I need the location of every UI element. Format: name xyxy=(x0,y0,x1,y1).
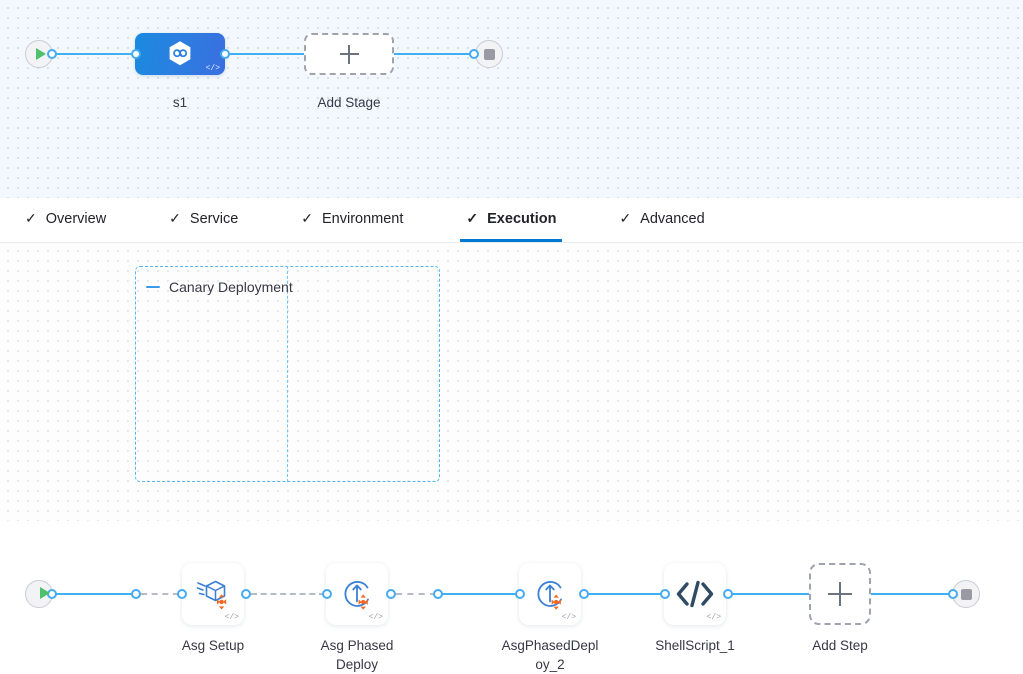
shell-script-code-icon xyxy=(676,580,714,608)
connector-group-to-asg-phased-deploy-2 xyxy=(438,592,518,596)
minus-icon[interactable] xyxy=(146,285,160,289)
connector-asg-phased-deploy-2-to-shellscript xyxy=(584,592,662,596)
stage-config-tabbar[interactable]: ✓ Overview ✓ Service ✓ Environment ✓ Exe… xyxy=(0,198,1023,243)
execution-steps-canvas[interactable]: Canary Deployment xyxy=(0,243,1023,672)
stage-node-s1[interactable]: </> xyxy=(135,33,225,75)
step-label-line: Asg Setup xyxy=(181,638,245,653)
step-group-header[interactable]: Canary Deployment xyxy=(146,279,293,295)
execution-end-port[interactable] xyxy=(948,589,958,599)
connector-start-to-s1 xyxy=(52,52,138,56)
connector-group-to-asg-setup xyxy=(141,592,179,595)
group-output-port[interactable] xyxy=(433,589,443,599)
asg-phased-deploy-2-output-port[interactable] xyxy=(579,589,589,599)
check-icon: ✓ xyxy=(25,209,37,226)
stage-code-badge[interactable]: </> xyxy=(205,64,220,73)
stages-canvas[interactable]: </> s1 Add Stage xyxy=(0,0,1023,198)
tab-service-label: Service xyxy=(189,210,239,227)
tab-advanced-label: Advanced xyxy=(640,210,705,227)
step-node-asg-phased-deploy[interactable]: </> xyxy=(326,563,388,625)
step-node-shellscript-1[interactable]: </> xyxy=(664,563,726,625)
step-group-title: Canary Deployment xyxy=(169,279,293,295)
step-node-asg-setup[interactable]: </> xyxy=(182,563,244,625)
stage-label-s1: s1 xyxy=(172,95,188,110)
step-code-badge[interactable]: </> xyxy=(706,613,721,622)
play-icon xyxy=(35,48,46,60)
connector-asg-setup-to-asg-phased-deploy xyxy=(251,592,325,595)
step-code-badge[interactable]: </> xyxy=(561,613,576,622)
tab-advanced[interactable]: ✓ Advanced xyxy=(613,198,710,242)
stop-icon xyxy=(960,588,972,600)
step-label-line: AsgPhasedDepl xyxy=(501,638,599,653)
add-step-button[interactable] xyxy=(809,563,871,625)
tab-execution-label: Execution xyxy=(487,210,557,227)
check-icon: ✓ xyxy=(301,209,313,226)
connector-start-to-group xyxy=(52,592,137,596)
tab-overview[interactable]: ✓ Overview xyxy=(19,198,112,242)
shellscript-output-port[interactable] xyxy=(723,589,733,599)
step-label-line: oy_2 xyxy=(535,657,565,672)
connector-shellscript-to-add-step xyxy=(728,592,809,596)
asg-phased-deploy-2-input-port[interactable] xyxy=(515,589,525,599)
step-label-asg-phased-deploy-2: AsgPhasedDepl oy_2 xyxy=(490,636,610,674)
start-node-port[interactable] xyxy=(47,49,57,59)
step-code-badge[interactable]: </> xyxy=(224,613,239,622)
tab-service[interactable]: ✓ Service xyxy=(163,198,244,242)
step-node-asg-phased-deploy-2[interactable]: </> xyxy=(519,563,581,625)
pipeline-end-node[interactable] xyxy=(475,40,503,68)
step-label-asg-phased-deploy: Asg Phased Deploy xyxy=(307,636,407,674)
step-code-badge[interactable]: </> xyxy=(368,613,383,622)
check-icon: ✓ xyxy=(619,209,632,226)
group-input-port[interactable] xyxy=(131,589,141,599)
step-label-line: Deploy xyxy=(335,657,379,672)
asg-phased-deploy-output-port[interactable] xyxy=(386,589,396,599)
harness-hexagon-icon xyxy=(169,41,191,66)
tab-overview-label: Overview xyxy=(45,210,107,227)
asg-setup-output-port[interactable] xyxy=(241,589,251,599)
group-center-guide xyxy=(287,266,289,482)
end-node-port[interactable] xyxy=(469,49,479,59)
asg-phased-deploy-input-port[interactable] xyxy=(322,589,332,599)
stop-icon xyxy=(483,48,495,60)
tab-execution[interactable]: ✓ Execution xyxy=(460,198,563,242)
check-icon: ✓ xyxy=(169,209,181,226)
shellscript-input-port[interactable] xyxy=(660,589,670,599)
execution-play-icon-wrap xyxy=(37,587,50,599)
s1-input-port[interactable] xyxy=(131,49,141,59)
s1-output-port[interactable] xyxy=(220,49,230,59)
asg-setup-input-port[interactable] xyxy=(177,589,187,599)
play-icon xyxy=(40,587,50,599)
connector-add-step-to-end xyxy=(871,592,954,596)
step-label-shellscript-1: ShellScript_1 xyxy=(645,636,745,655)
plus-icon xyxy=(339,44,359,64)
tab-environment-label: Environment xyxy=(322,210,404,227)
connector-add-stage-to-end xyxy=(394,52,478,56)
add-stage-button[interactable] xyxy=(304,33,394,75)
check-icon: ✓ xyxy=(466,209,479,226)
tab-environment[interactable]: ✓ Environment xyxy=(295,198,409,242)
add-step-label: Add Step xyxy=(812,638,868,653)
connector-asg-phased-deploy-to-group-end xyxy=(396,592,436,595)
asg-phased-deploy-icon xyxy=(537,581,562,610)
step-label-line: ShellScript_1 xyxy=(655,638,735,653)
plus-icon xyxy=(828,582,852,606)
step-label-line: Asg Phased xyxy=(320,638,394,653)
connector-s1-to-add-stage xyxy=(225,52,305,56)
step-label-asg-setup: Asg Setup xyxy=(163,636,263,655)
add-stage-label: Add Stage xyxy=(317,95,381,110)
asg-setup-package-icon xyxy=(196,580,227,610)
asg-phased-deploy-icon xyxy=(344,581,369,610)
